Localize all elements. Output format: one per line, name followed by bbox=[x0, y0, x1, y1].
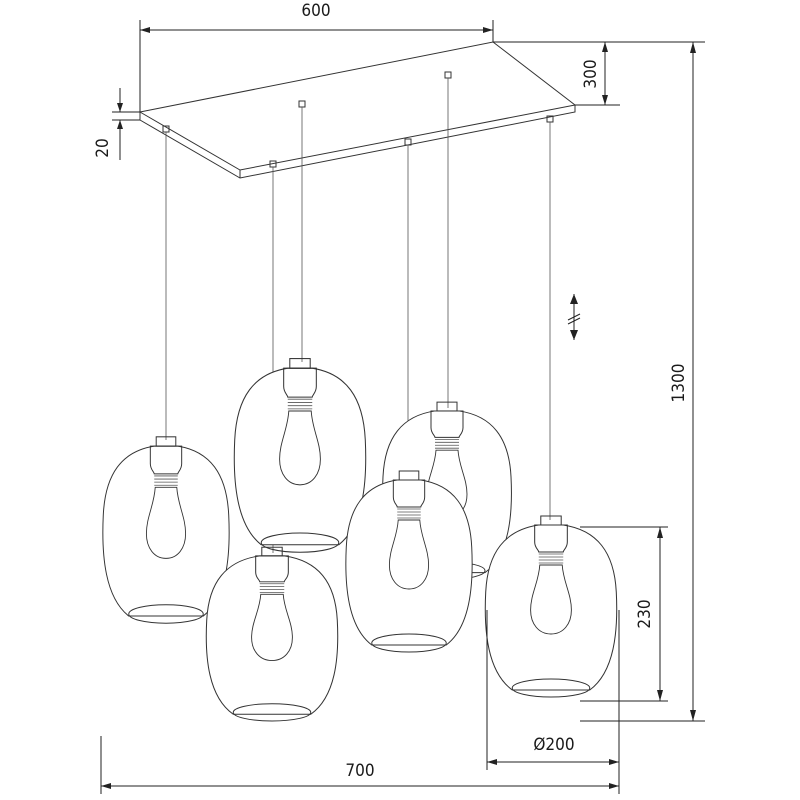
ceiling-canopy bbox=[139, 41, 576, 179]
pendant-shade-front-left bbox=[205, 546, 339, 722]
label-canopy-height: 20 bbox=[93, 138, 113, 157]
label-canopy-length: 600 bbox=[301, 1, 330, 21]
dimension-canopy-depth: 300 bbox=[493, 41, 620, 106]
label-total-width: 700 bbox=[345, 761, 374, 781]
dimension-canopy-height: 20 bbox=[93, 88, 140, 160]
label-shade-height: 230 bbox=[635, 599, 655, 628]
label-canopy-depth: 300 bbox=[581, 59, 601, 88]
dimension-shade-height: 230 bbox=[580, 526, 668, 702]
pendant-shade-right bbox=[484, 515, 618, 698]
pendant-shade-far-left bbox=[102, 436, 230, 624]
dimension-shade-diameter: Ø200 bbox=[486, 610, 620, 770]
pendant-shade-center bbox=[345, 470, 473, 653]
label-total-height: 1300 bbox=[669, 364, 689, 403]
label-shade-diameter: Ø200 bbox=[533, 735, 574, 755]
dimension-total-width: 700 bbox=[100, 736, 620, 794]
adjustable-length-symbol bbox=[567, 294, 581, 340]
pendant-shade-back-left bbox=[233, 358, 367, 553]
dimension-total-height: 1300 bbox=[580, 41, 705, 722]
dimension-canopy-length: 600 bbox=[139, 1, 494, 112]
